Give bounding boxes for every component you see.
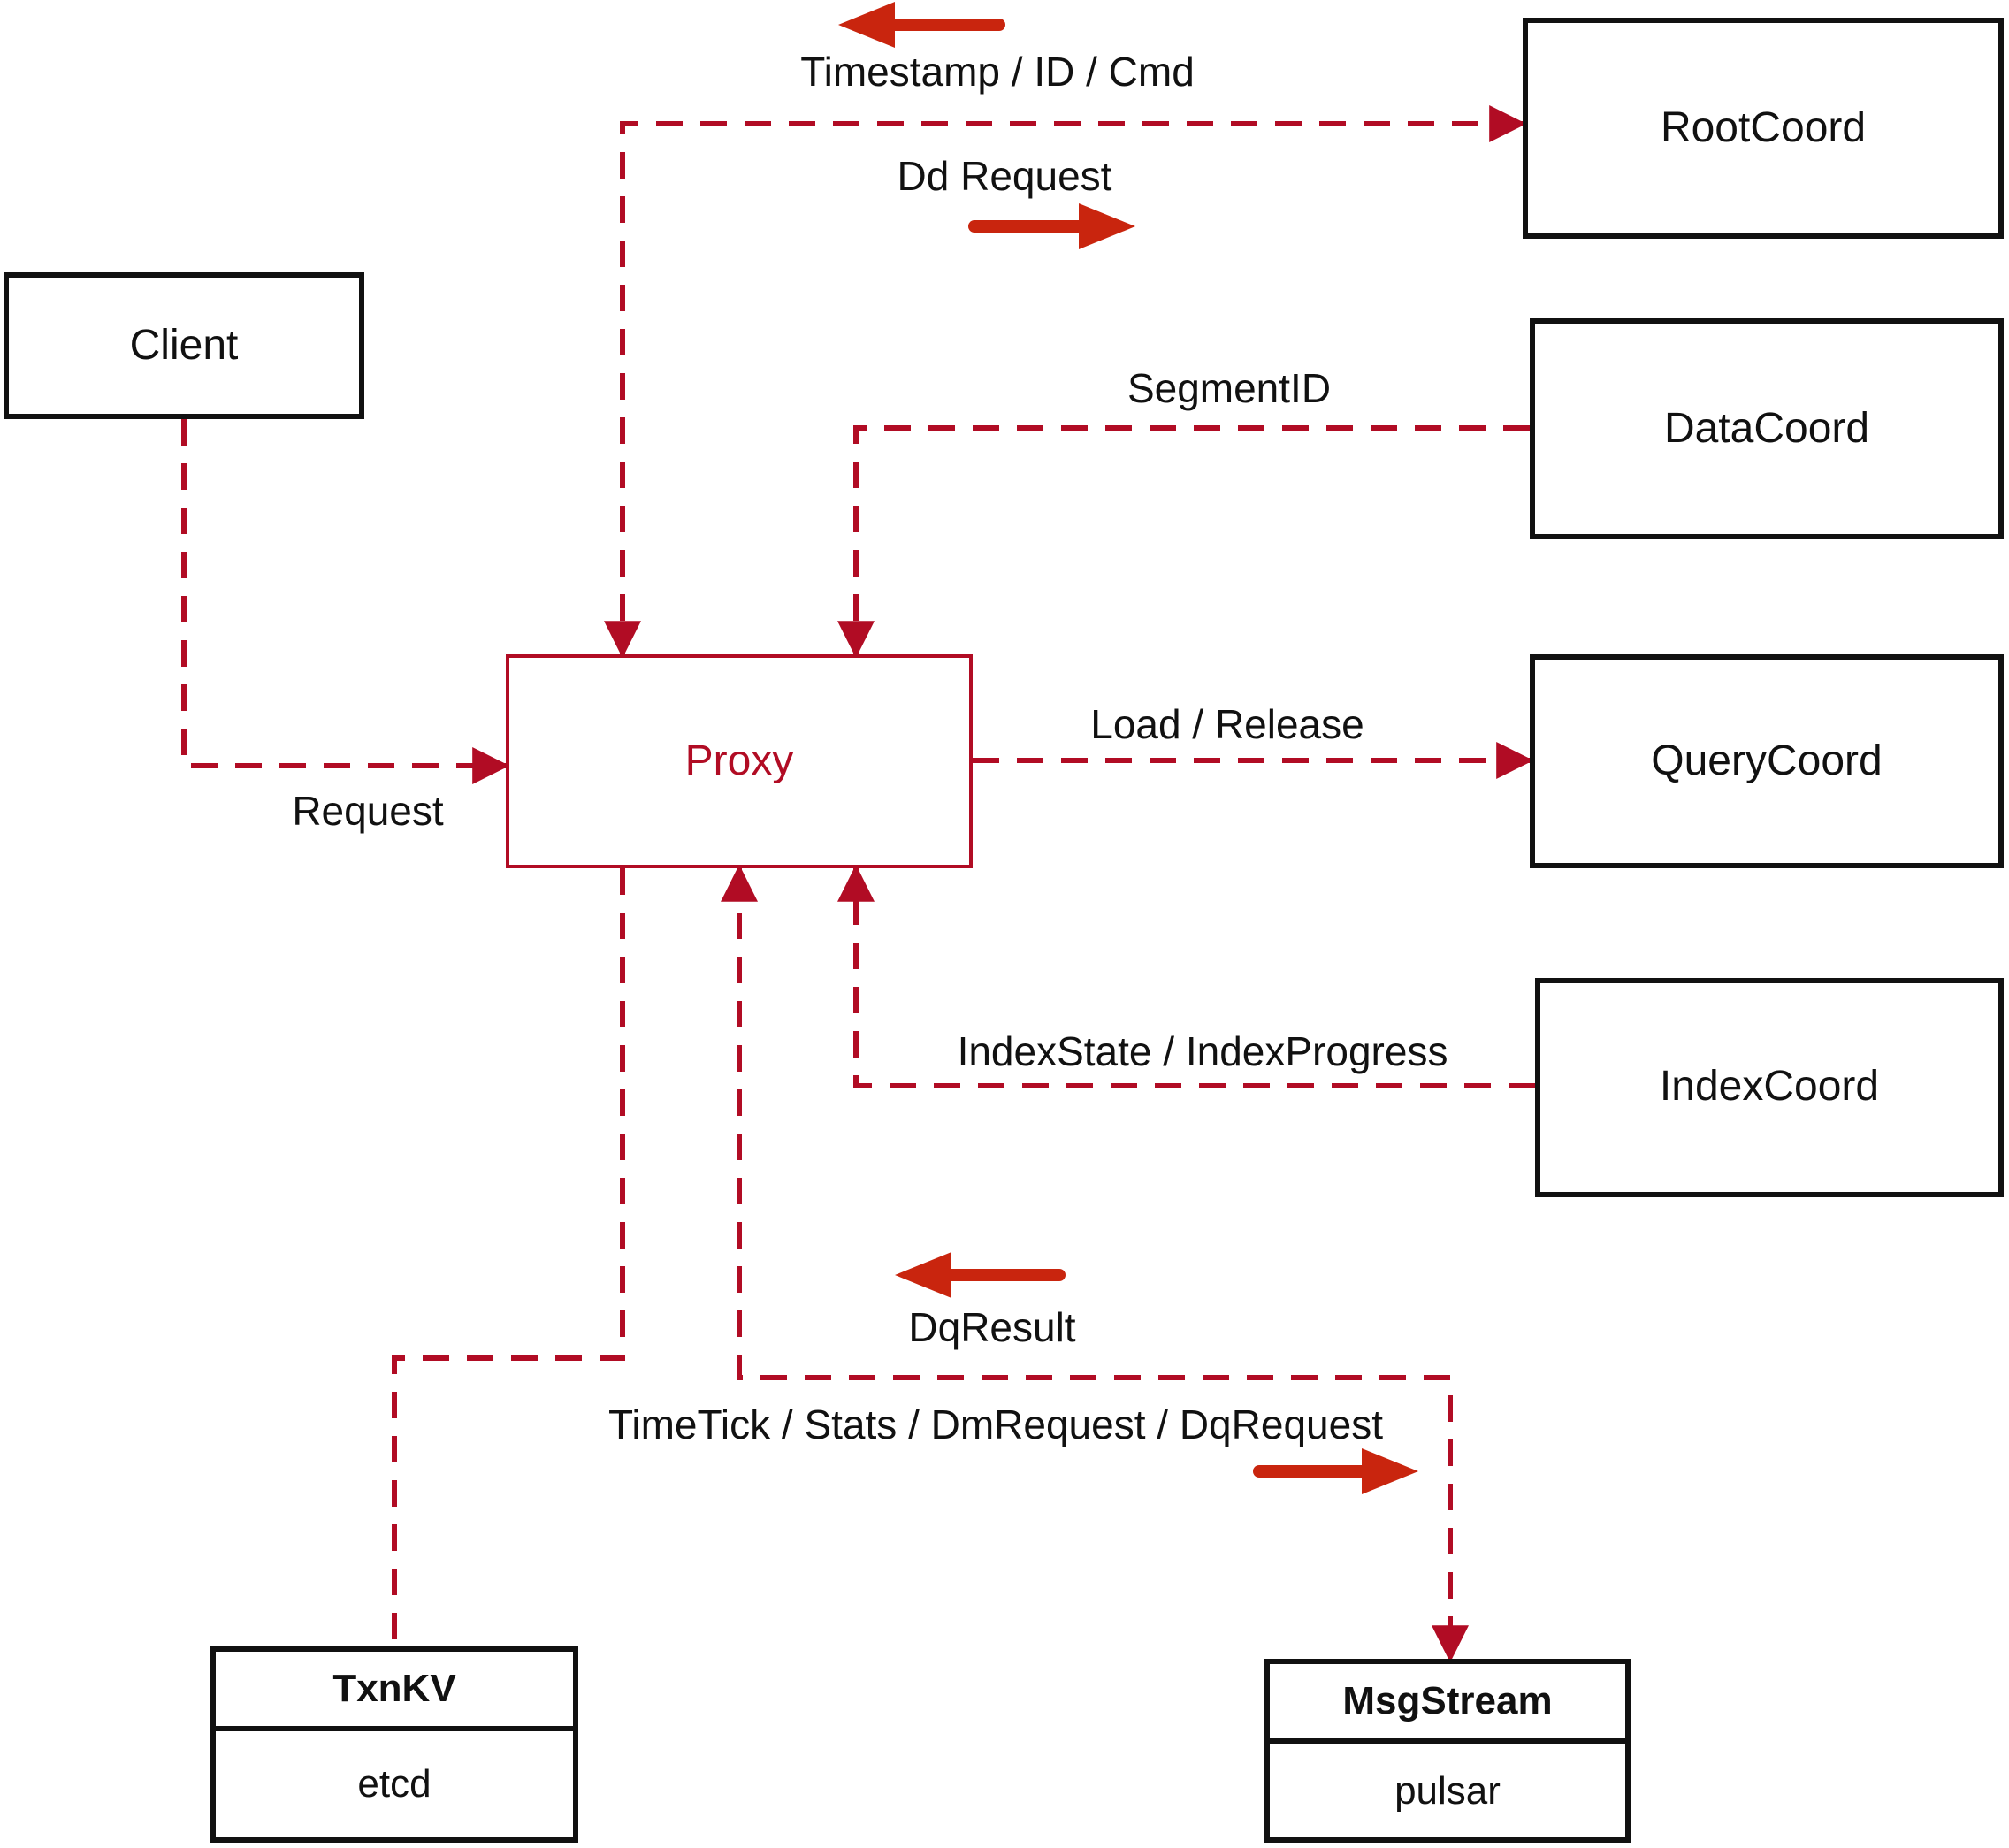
node-msgstream-title: MsgStream [1270,1664,1625,1744]
node-proxy-label: Proxy [684,737,794,784]
node-msgstream-impl: pulsar [1394,1768,1501,1812]
node-datacoord: DataCoord [1530,318,2004,539]
label-segmentid: SegmentID [1127,365,1332,411]
node-querycoord-label: QueryCoord [1651,737,1883,784]
node-msgstream: MsgStream pulsar [1264,1659,1631,1843]
arrow-left-dqresult-icon [895,1252,1066,1298]
node-indexcoord-label: IndexCoord [1659,1063,1880,1111]
arrow-right-timetick-icon [1253,1448,1418,1494]
node-rootcoord-label: RootCoord [1660,103,1867,151]
arrow-right-dd-request-icon [968,203,1135,249]
node-rootcoord: RootCoord [1523,18,2004,239]
node-txnkv-impl: etcd [357,1761,432,1806]
label-indexstate-indexprogress: IndexState / IndexProgress [957,1028,1448,1074]
node-indexcoord: IndexCoord [1535,978,2004,1197]
arrow-left-timestamp-icon [838,2,1005,48]
edge-proxy-rootcoord [604,105,1527,659]
edge-client-proxy [181,419,510,784]
node-client-label: Client [129,321,239,369]
label-timestamp-id-cmd: Timestamp / ID / Cmd [800,49,1195,95]
node-datacoord-label: DataCoord [1663,404,1870,452]
edge-datacoord-proxy [837,425,1530,659]
label-dd-request: Dd Request [897,153,1112,199]
node-proxy: Proxy [506,654,973,868]
label-timetick-stats-dmrequest-dqrequest: TimeTick / Stats / DmRequest / DqRequest [608,1401,1383,1447]
edge-proxy-txnkv [392,868,625,1646]
node-querycoord: QueryCoord [1530,654,2004,868]
node-client: Client [4,272,364,419]
label-request: Request [292,788,444,834]
label-dqresult: DqResult [908,1304,1076,1350]
label-load-release: Load / Release [1090,701,1364,747]
node-txnkv: TxnKV etcd [210,1646,578,1843]
edge-proxy-msgstream [721,864,1469,1663]
node-txnkv-title: TxnKV [216,1652,573,1731]
